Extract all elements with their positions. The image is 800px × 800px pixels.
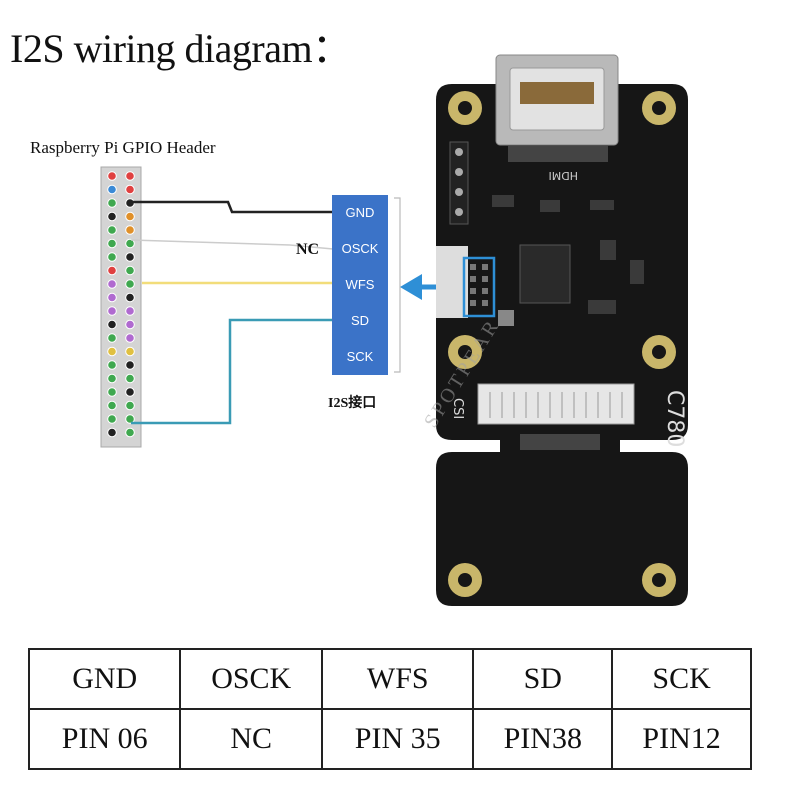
table-value-row: PIN 06 NC PIN 35 PIN38 PIN12	[27, 708, 752, 770]
gpio-pin	[125, 346, 135, 357]
gpio-pin	[107, 184, 117, 195]
table-value-cell: PIN12	[611, 708, 752, 770]
gpio-pin	[107, 225, 117, 235]
gpio-pin	[125, 265, 135, 276]
gpio-pin	[125, 225, 135, 235]
wires	[130, 200, 334, 425]
gpio-pin	[125, 171, 135, 181]
gpio-pin	[107, 306, 117, 316]
i2s-pin-gnd: GND	[345, 205, 375, 220]
hdmi-silkscreen: HDMI	[549, 169, 578, 182]
gpio-pin	[107, 171, 117, 181]
gpio-pin	[107, 252, 117, 262]
gpio-pin	[107, 373, 117, 384]
gpio-pin	[107, 360, 117, 370]
i2s-bracket	[394, 197, 401, 373]
gpio-pin	[125, 211, 135, 222]
i2s-pin-osck: OSCK	[341, 241, 379, 256]
gpio-pin	[107, 279, 117, 289]
gnd-wire	[131, 200, 333, 214]
gpio-header	[100, 166, 142, 448]
model-silkscreen: C780	[662, 390, 687, 447]
gpio-pin	[107, 265, 117, 276]
gpio-pin	[107, 238, 117, 249]
gpio-pin	[125, 252, 135, 262]
table-header-cell: WFS	[321, 648, 475, 710]
sd-wire	[131, 318, 333, 425]
gpio-pin	[107, 319, 117, 330]
table-header-cell: SD	[472, 648, 614, 710]
gpio-pin	[107, 211, 117, 222]
gpio-header-title: Raspberry Pi GPIO Header	[30, 138, 216, 157]
gpio-pin	[107, 346, 117, 357]
i2s-connector-block	[332, 195, 388, 375]
table-value-cell: PIN 06	[27, 708, 182, 770]
i2s-interface-caption: I2S接口	[328, 396, 377, 411]
i2s-pin-sck: SCK	[346, 349, 374, 364]
gpio-pin	[107, 333, 117, 343]
gpio-pin	[125, 292, 135, 303]
gpio-pin	[107, 414, 117, 424]
i2s-pin-sd: SD	[350, 313, 370, 328]
nc-label: NC	[296, 241, 320, 258]
table-header-cell: SCK	[611, 648, 752, 710]
gpio-pin	[125, 414, 135, 424]
gpio-pin	[125, 319, 135, 330]
table-header-cell: GND	[27, 648, 182, 710]
csi-silkscreen: CSI	[450, 398, 465, 419]
gpio-pin	[125, 427, 135, 438]
i2s-pin-wfs: WFS	[345, 277, 375, 292]
table-value-cell: NC	[179, 708, 324, 770]
gpio-pin	[107, 427, 117, 438]
gpio-pin	[125, 400, 135, 411]
hat-board	[436, 54, 688, 606]
gpio-pin	[125, 238, 135, 249]
table-value-cell: PIN38	[472, 708, 614, 770]
gpio-pin	[125, 387, 135, 397]
gpio-pin	[107, 198, 117, 208]
diagram-title: I2S wiring diagram：	[10, 26, 352, 71]
table-header-row: GND OSCK WFS SD SCK	[27, 648, 752, 710]
gpio-pin	[107, 400, 117, 411]
gpio-pin	[125, 306, 135, 316]
osck-wire	[130, 239, 334, 250]
gpio-pin	[125, 360, 135, 370]
gpio-pin	[125, 279, 135, 289]
gpio-pin	[107, 387, 117, 397]
table-value-cell: PIN 35	[321, 708, 475, 770]
gpio-pin	[125, 373, 135, 384]
table-header-cell: OSCK	[179, 648, 324, 710]
pin-mapping-table: GND OSCK WFS SD SCK PIN 06 NC PIN 35 PIN…	[27, 648, 752, 770]
gpio-pin	[125, 333, 135, 343]
gpio-pin	[125, 184, 135, 195]
gpio-pin	[107, 292, 117, 303]
